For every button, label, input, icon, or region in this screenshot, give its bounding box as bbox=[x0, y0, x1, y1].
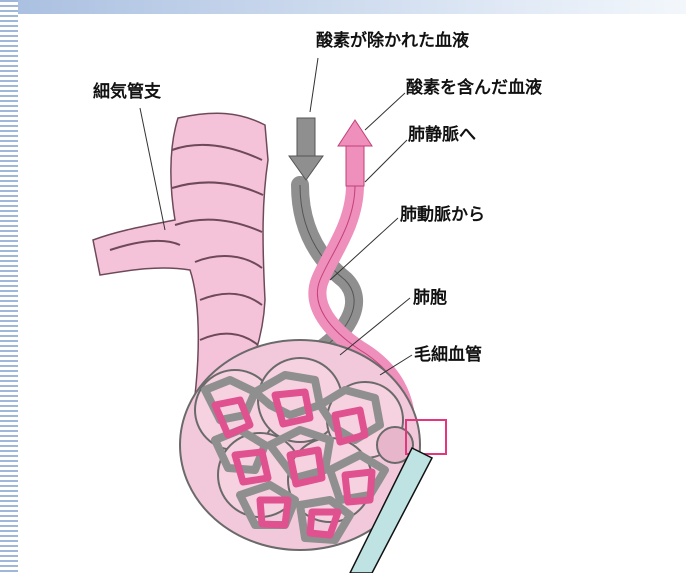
leader-lines bbox=[139, 57, 413, 376]
highlight-box bbox=[405, 419, 447, 455]
label-to-pulmonary-vein: 肺静脈へ bbox=[408, 124, 476, 145]
bronchiole-tube bbox=[92, 112, 269, 396]
label-bronchiole: 細気管支 bbox=[93, 81, 162, 102]
label-alveolus: 肺胞 bbox=[413, 287, 447, 308]
label-from-pulmonary-artery: 肺動脈から bbox=[400, 204, 485, 225]
pointer-bar bbox=[349, 446, 434, 573]
down-arrow-icon bbox=[288, 117, 324, 181]
up-arrow-icon bbox=[337, 119, 373, 187]
left-stripe bbox=[0, 0, 18, 573]
header-stripe bbox=[0, 0, 686, 14]
label-oxygenated-blood: 酸素を含んだ血液 bbox=[406, 77, 542, 98]
label-deoxygenated-blood: 酸素が除かれた血液 bbox=[316, 30, 469, 51]
alveolus-cluster bbox=[179, 339, 421, 551]
label-capillary: 毛細血管 bbox=[414, 344, 482, 365]
